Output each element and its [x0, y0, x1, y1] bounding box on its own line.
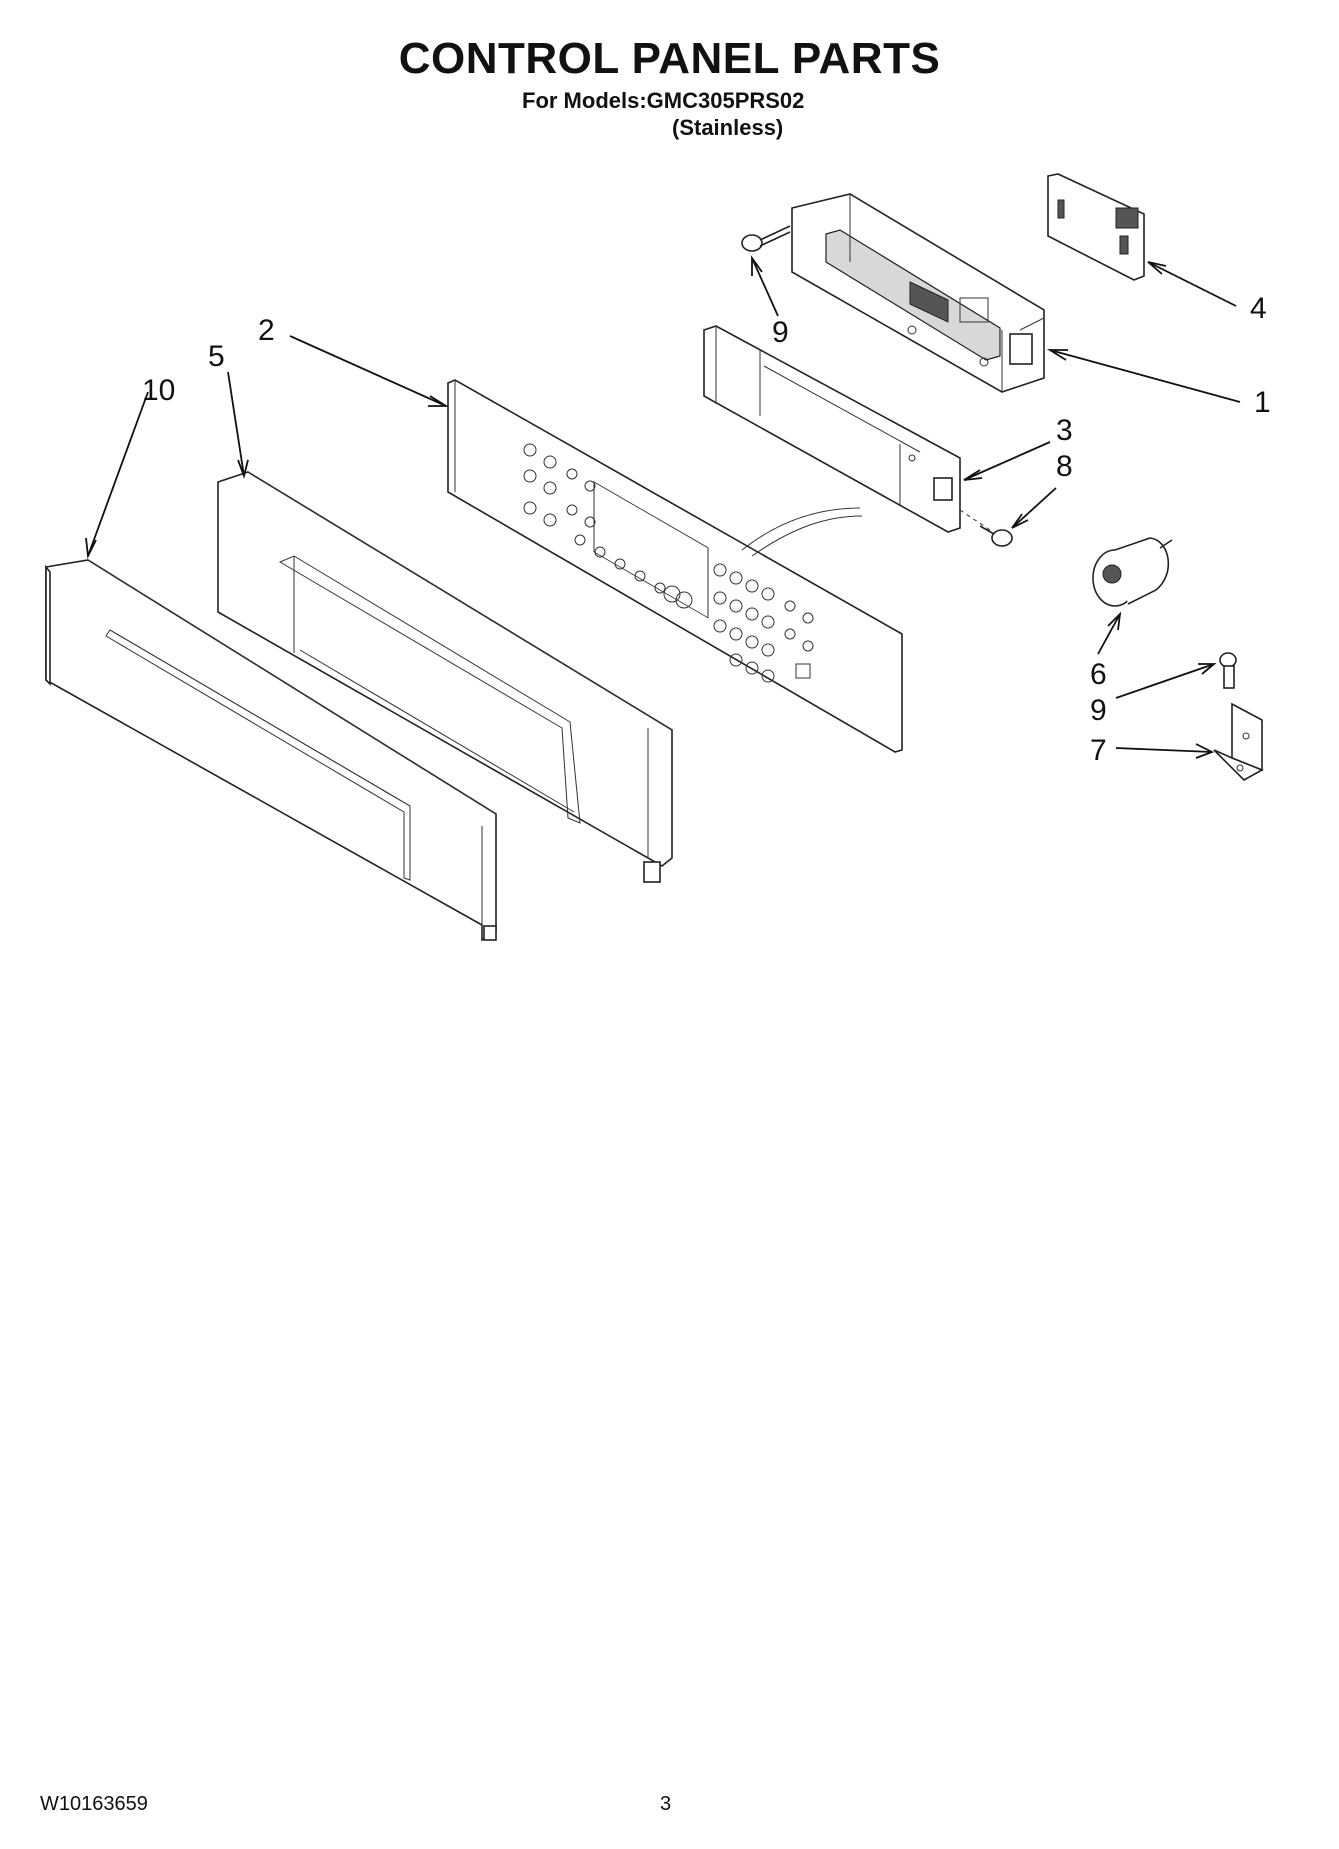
part-4-board: [1047, 173, 1145, 281]
part-5-front-panel: [217, 471, 673, 883]
part-3-bracket: [703, 325, 961, 533]
callout-6: 6: [1090, 658, 1107, 691]
part-6-component: [1092, 537, 1173, 607]
callout-4: 4: [1250, 292, 1267, 325]
callout-3: 3: [1056, 414, 1073, 447]
document-number: W10163659: [40, 1793, 148, 1815]
callout-9-lower: 9: [1090, 694, 1107, 727]
model-number: For Models:GMC305PRS02: [522, 88, 805, 113]
page-title: CONTROL PANEL PARTS: [398, 34, 941, 83]
part-8-screw: [959, 509, 1013, 547]
callout-7: 7: [1090, 734, 1107, 767]
part-2-panel-overlay: [447, 379, 903, 753]
callout-9-top: 9: [772, 316, 789, 349]
part-9-screw-lower: [1219, 652, 1237, 689]
callout-5: 5: [208, 340, 225, 373]
callout-2: 2: [258, 314, 275, 347]
callout-10: 10: [142, 374, 175, 407]
finish-label: (Stainless): [672, 115, 784, 140]
leader-arrows: [85, 255, 1241, 759]
part-9-screw-top: [741, 225, 791, 252]
callout-8: 8: [1056, 450, 1073, 483]
part-7-bracket: [1213, 702, 1264, 781]
part-1-control-housing: [791, 193, 1045, 393]
part-10-trim: [45, 559, 497, 942]
page-number: 3: [660, 1793, 672, 1815]
callout-1: 1: [1254, 386, 1271, 419]
